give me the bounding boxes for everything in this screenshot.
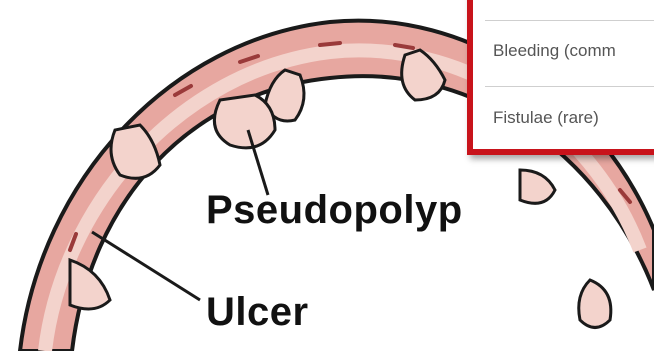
ulcer-label: Ulcer: [206, 290, 309, 335]
row-divider: [485, 86, 654, 87]
row-fistulae[interactable]: Fistulae (rare): [493, 108, 599, 128]
pseudopolyp-label: Pseudopolyp: [206, 188, 463, 233]
symptoms-popup: Bleeding (comm Fistulae (rare): [467, 0, 654, 155]
row-bleeding[interactable]: Bleeding (comm: [493, 41, 616, 61]
row-divider: [485, 152, 654, 153]
pseudopolyp-shape: [214, 95, 275, 148]
ulcer-pointer: [92, 232, 200, 300]
row-divider: [485, 20, 654, 21]
